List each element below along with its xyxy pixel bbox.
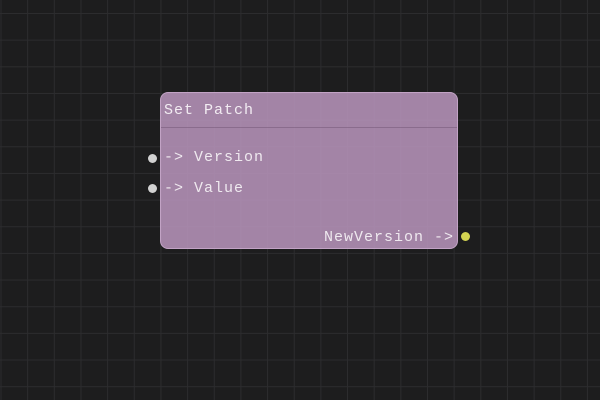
input-pin-value[interactable] xyxy=(148,184,157,193)
input-port-label-value: -> Value xyxy=(164,180,245,197)
node-title: Set Patch xyxy=(161,93,457,128)
input-port-label-version: -> Version xyxy=(164,149,265,166)
output-pin-newversion[interactable] xyxy=(460,232,470,241)
node-set-patch[interactable]: Set Patch -> Version -> Value NewVersion… xyxy=(160,92,458,249)
output-port-label-newversion: NewVersion -> xyxy=(323,229,454,246)
input-pin-version[interactable] xyxy=(148,153,157,163)
